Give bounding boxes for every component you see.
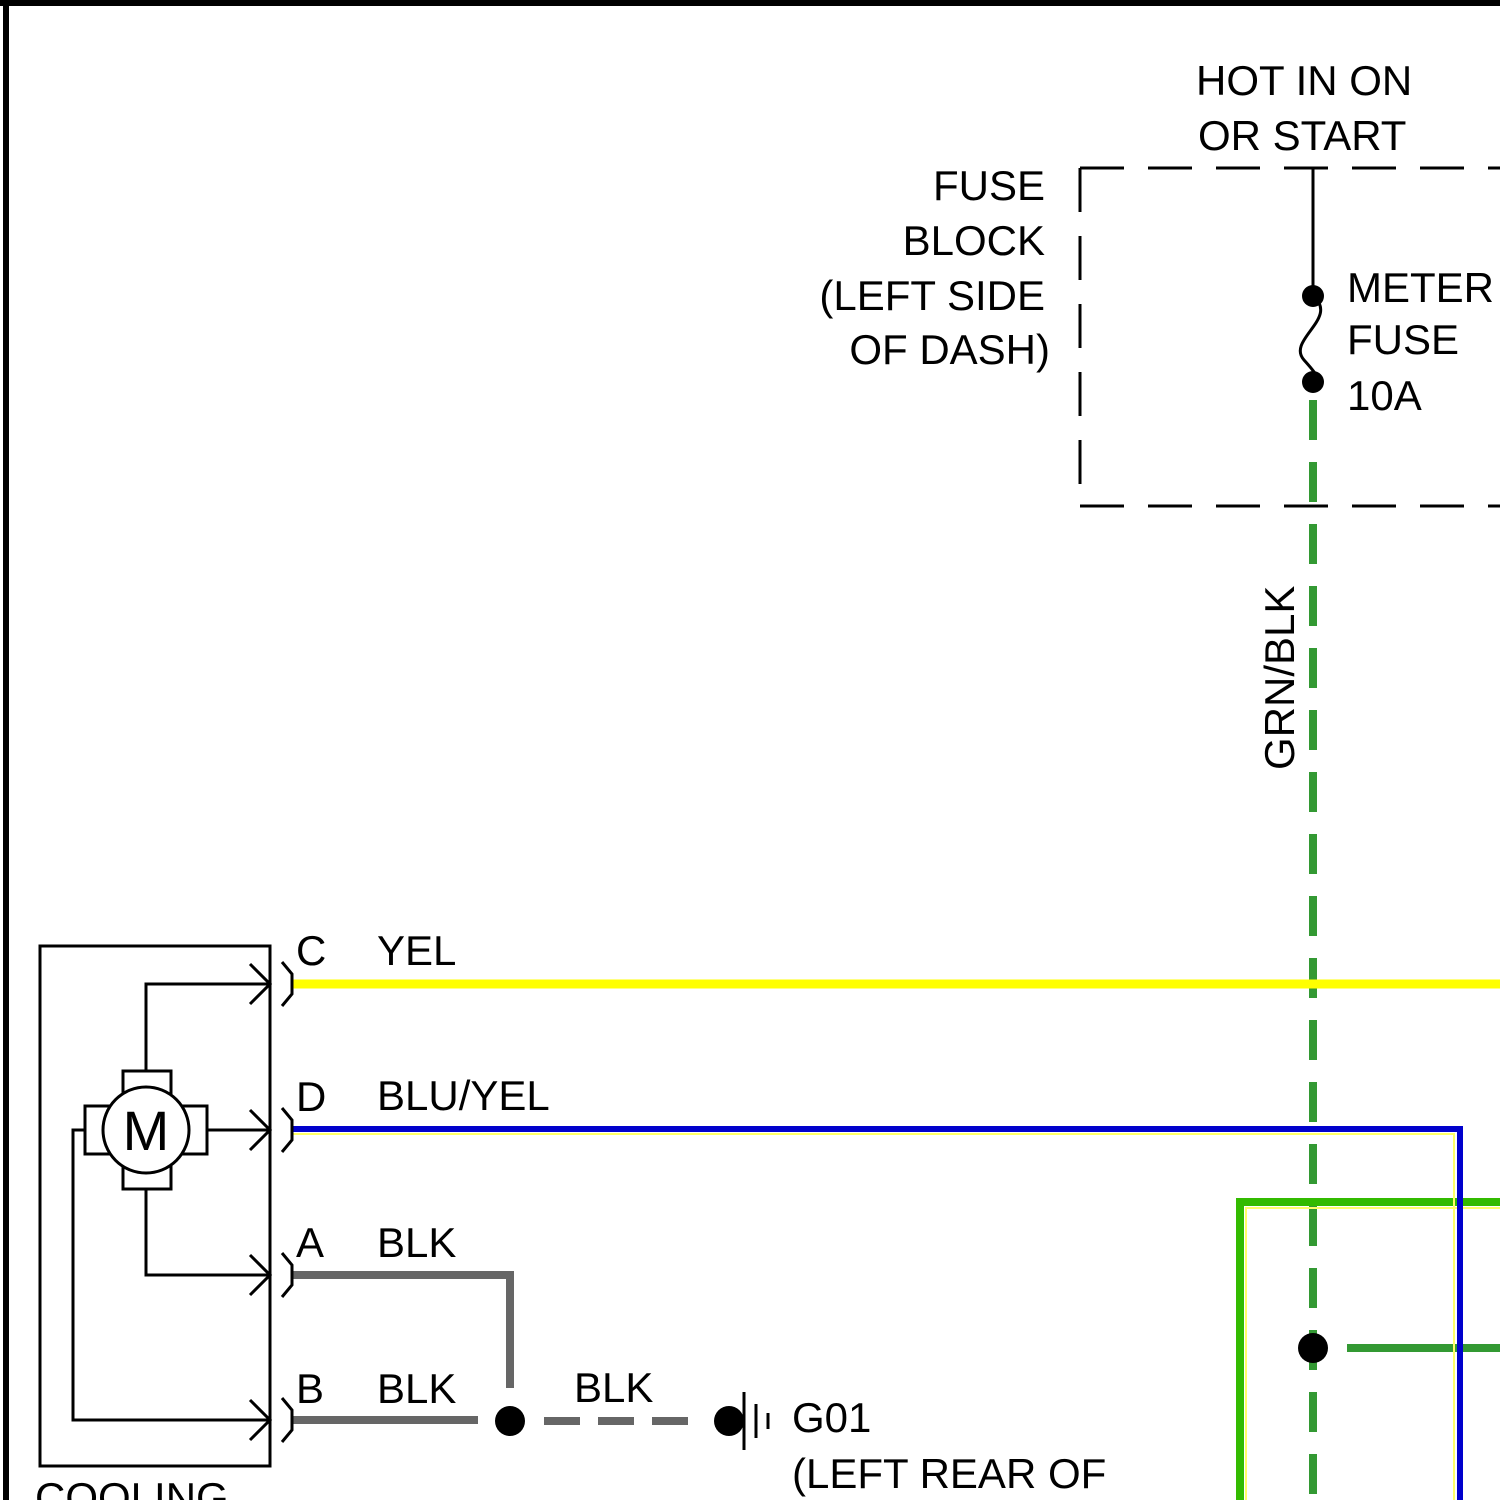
grn-blk-wire-label: GRN/BLK: [1256, 586, 1303, 770]
meter-fuse-label: METER FUSE 10A: [1347, 264, 1494, 419]
motor-internal-wiring: [73, 964, 270, 1440]
fuse-block-line-2: BLOCK: [903, 217, 1045, 264]
cooling-fan-label: COOLING: [35, 1474, 229, 1500]
blk-wire-a-label: BLK: [377, 1219, 456, 1266]
fuse-name-line-2: FUSE: [1347, 316, 1459, 363]
fuse-block-line-1: FUSE: [933, 162, 1045, 209]
fuse-block-line-4: OF DASH): [849, 326, 1050, 373]
splice-dot-right: [1298, 1333, 1328, 1363]
motor-letter: M: [123, 1099, 170, 1162]
power-source-line-2: OR START: [1198, 112, 1406, 159]
pin-d-label: D: [296, 1073, 326, 1120]
fuse-rating: 10A: [1347, 372, 1422, 419]
blu-yel-wire: [292, 1129, 1460, 1500]
ground-symbol: [714, 1392, 768, 1450]
motor-symbol: M: [85, 1071, 207, 1189]
blu-yel-wire-label: BLU/YEL: [377, 1072, 550, 1119]
power-source-line-1: HOT IN ON: [1196, 57, 1412, 104]
yel-wire-label: YEL: [377, 927, 456, 974]
meter-fuse: [1300, 285, 1324, 393]
fuse-block-line-3: (LEFT SIDE: [819, 272, 1045, 319]
splice-dot-ground: [495, 1406, 525, 1436]
pin-b-label: B: [296, 1365, 324, 1412]
ground-location: (LEFT REAR OF: [792, 1450, 1106, 1497]
blk-ground-lead-label: BLK: [574, 1364, 653, 1411]
fuse-name-line-1: METER: [1347, 264, 1494, 311]
blk-wire-b-label: BLK: [377, 1365, 456, 1412]
pin-a-label: A: [296, 1219, 324, 1266]
ground-id: G01: [792, 1394, 871, 1441]
pin-c-label: C: [296, 927, 326, 974]
fuse-block-label: FUSE BLOCK (LEFT SIDE OF DASH): [819, 162, 1050, 373]
connector-brackets: [282, 962, 292, 1442]
power-source-label: HOT IN ON OR START: [1196, 57, 1412, 159]
